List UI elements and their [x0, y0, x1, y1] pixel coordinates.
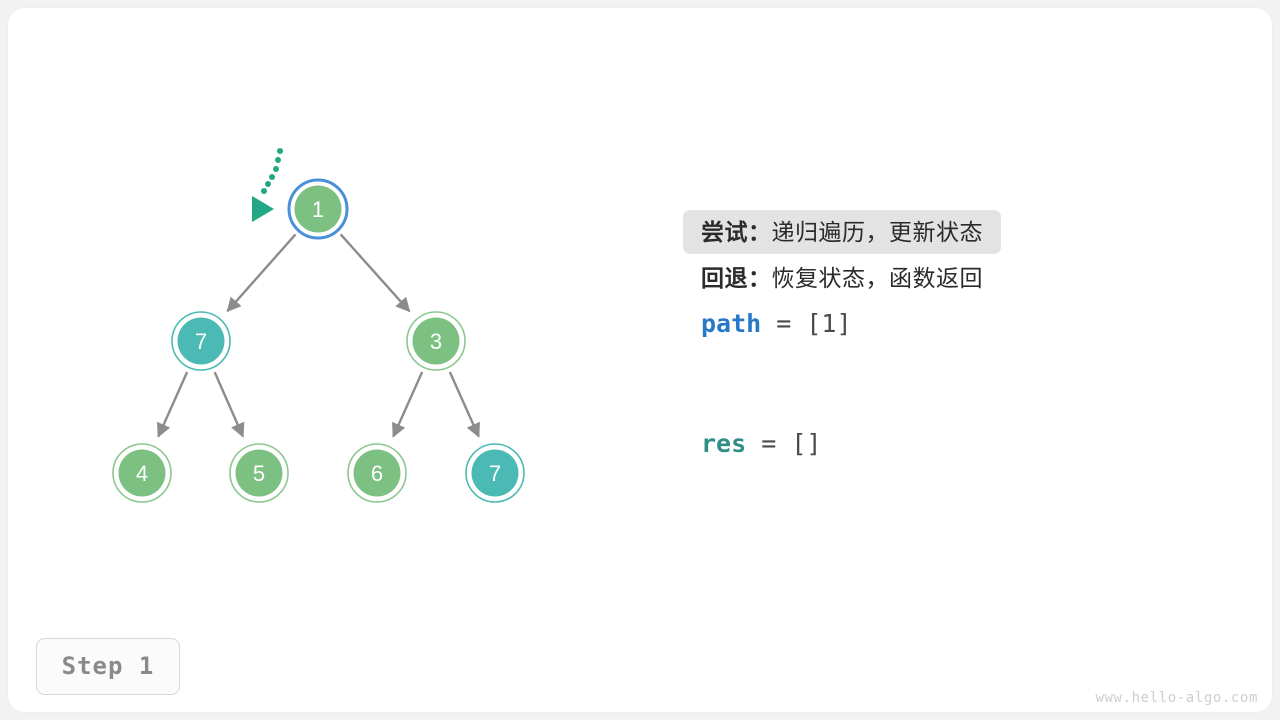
pointer-trail-dot	[273, 166, 279, 172]
tree-edge	[213, 371, 245, 438]
tree-edges	[157, 233, 480, 438]
node-outer-ring	[171, 311, 231, 371]
node-outer-ring	[347, 443, 407, 503]
node-outer-ring	[229, 443, 289, 503]
node-label: 3	[430, 329, 442, 354]
res-expression: res = []	[683, 422, 821, 466]
node-label: 6	[371, 461, 383, 486]
node-white-gap-ring	[467, 445, 523, 501]
panel-spacer	[683, 348, 1223, 422]
retreat-label: 回退：	[701, 265, 772, 291]
path-value: [1]	[806, 309, 852, 338]
node-disc	[118, 449, 166, 497]
path-operator: =	[761, 309, 807, 338]
path-expression: path = [1]	[683, 302, 852, 346]
node-disc	[177, 317, 225, 365]
site-watermark: www.hello-algo.com	[1095, 690, 1258, 706]
attempt-highlight-box: 尝试：递归遍历，更新状态	[683, 210, 1001, 254]
node-outer-ring	[287, 178, 349, 240]
node-white-gap-ring	[349, 445, 405, 501]
node-label: 7	[195, 329, 207, 354]
tree-nodes: 1 7 3 4 5 6 7	[112, 178, 525, 503]
step-badge: Step 1	[36, 638, 180, 695]
tree-edge	[226, 233, 297, 313]
retreat-box: 回退：恢复状态，函数返回	[683, 256, 1001, 300]
state-panel: 尝试：递归遍历，更新状态 回退：恢复状态，函数返回 path = [1] res…	[683, 210, 1223, 468]
retreat-row: 回退：恢复状态，函数返回	[683, 256, 1223, 302]
attempt-label: 尝试：	[701, 219, 772, 245]
tree-node-3: 3	[406, 311, 466, 371]
tree-edge	[157, 371, 189, 438]
tree-edge	[448, 371, 480, 438]
tree-node-5: 5	[229, 443, 289, 503]
tree-node-4: 4	[112, 443, 172, 503]
node-white-gap-ring	[114, 445, 170, 501]
node-outer-ring	[112, 443, 172, 503]
node-outer-ring	[406, 311, 466, 371]
recursion-entry-pointer	[252, 148, 283, 222]
res-row: res = []	[683, 422, 1223, 468]
pointer-trail-dot	[275, 157, 281, 163]
tree-node-1: 1	[287, 178, 349, 240]
node-white-gap-ring	[173, 313, 229, 369]
node-label: 5	[253, 461, 265, 486]
res-variable-name: res	[701, 429, 747, 458]
tree-node-6: 6	[347, 443, 407, 503]
tree-edge	[339, 233, 411, 313]
attempt-text: 递归遍历，更新状态	[771, 219, 983, 245]
tree-node-7: 7	[171, 311, 231, 371]
node-disc	[412, 317, 460, 365]
pointer-trail-dot	[277, 148, 283, 154]
node-white-gap-ring	[408, 313, 464, 369]
node-label: 1	[312, 197, 324, 222]
attempt-row: 尝试：递归遍历，更新状态	[683, 210, 1223, 256]
res-value: []	[791, 429, 822, 458]
tree-node-7: 7	[465, 443, 525, 503]
pointer-trail-dot	[261, 188, 267, 194]
pointer-trail-dot	[265, 181, 271, 187]
node-outer-ring	[465, 443, 525, 503]
tree-edge	[392, 371, 424, 438]
node-disc	[471, 449, 519, 497]
pointer-trail-dot	[269, 174, 275, 180]
pointer-triangle-icon	[252, 196, 274, 222]
path-row: path = [1]	[683, 302, 1223, 348]
retreat-text: 恢复状态，函数返回	[771, 265, 983, 291]
node-white-gap-ring	[231, 445, 287, 501]
node-label: 7	[489, 461, 501, 486]
node-disc	[294, 185, 342, 233]
step-badge-label: Step 1	[61, 652, 155, 680]
node-label: 4	[136, 461, 148, 486]
node-white-gap-ring	[290, 181, 346, 237]
path-variable-name: path	[701, 309, 762, 338]
res-operator: =	[746, 429, 792, 458]
node-disc	[353, 449, 401, 497]
node-disc	[235, 449, 283, 497]
